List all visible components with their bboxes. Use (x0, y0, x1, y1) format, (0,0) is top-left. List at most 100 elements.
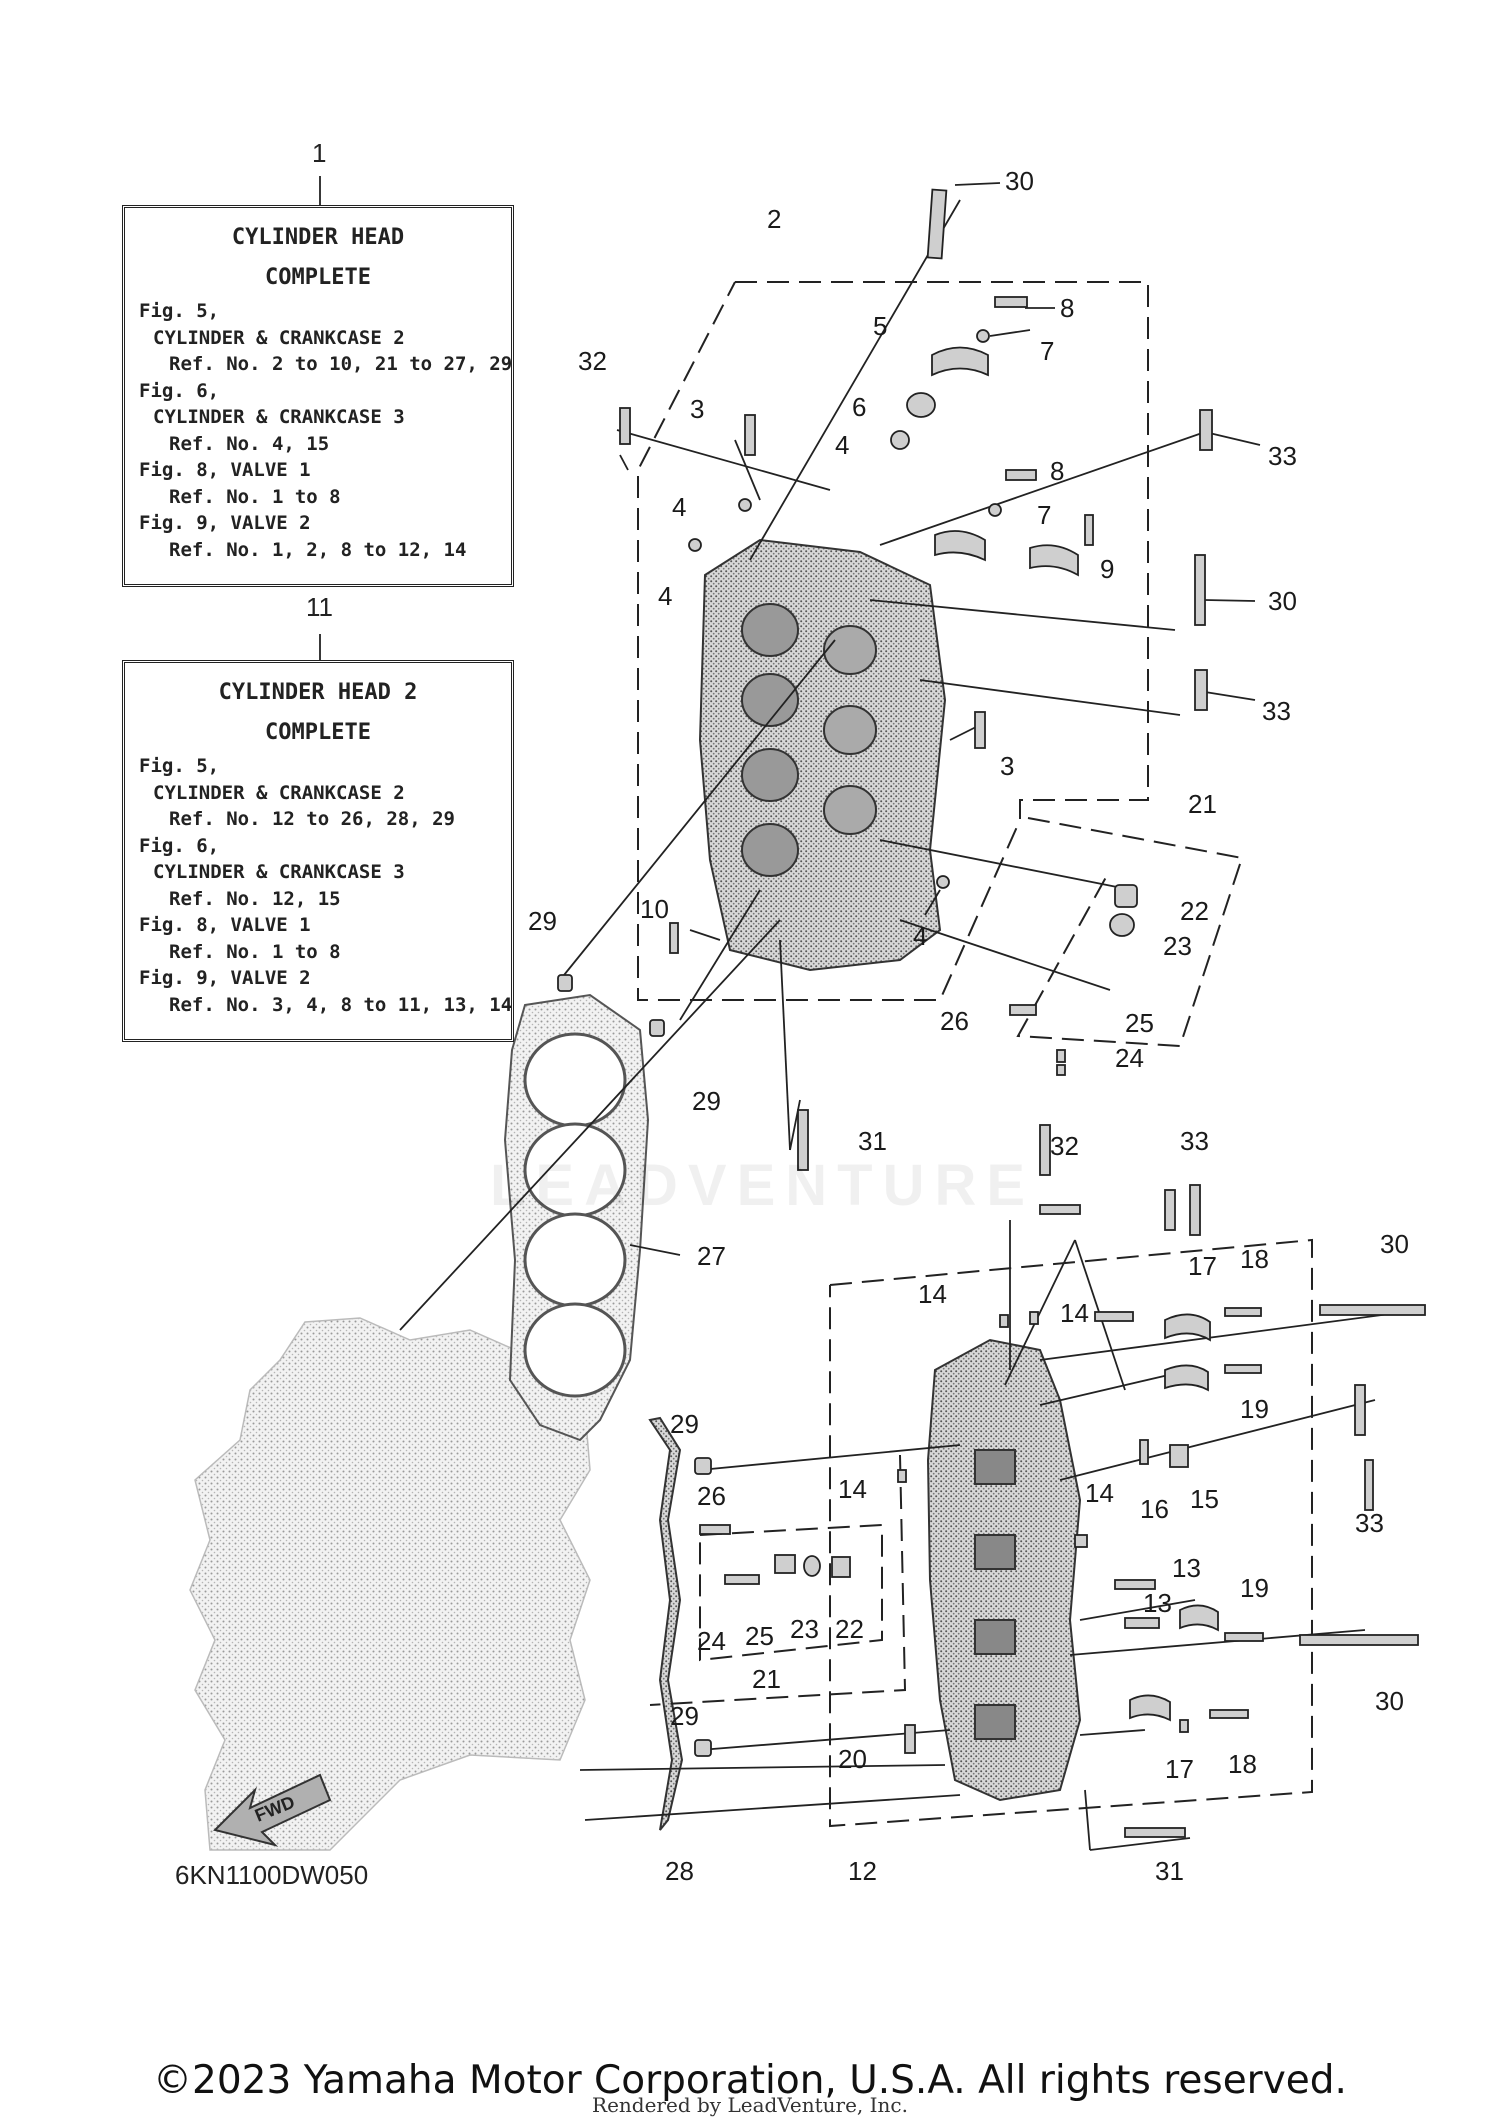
callout-21-bottom: 21 (752, 1664, 781, 1694)
box1-line: Ref. No. 1, 2, 8 to 12, 14 (169, 538, 467, 561)
box11-line: Fig. 5, (139, 755, 220, 777)
callout-3-mid: 3 (1000, 751, 1014, 781)
callout-5: 5 (873, 311, 887, 341)
callout-10: 10 (640, 894, 669, 924)
callout-30-right-b: 30 (1375, 1686, 1404, 1716)
box1-number: 1 (312, 138, 327, 168)
callout-7-mid: 7 (1037, 500, 1051, 530)
box11-line: Ref. No. 1 to 8 (169, 940, 341, 963)
callout-18-a: 18 (1240, 1244, 1269, 1274)
box11-line: Ref. No. 12 to 26, 28, 29 (169, 808, 455, 830)
callout-13-b: 13 (1143, 1588, 1172, 1618)
callout-15: 15 (1190, 1484, 1219, 1514)
callout-4-c: 4 (658, 581, 672, 611)
box11-line: CYLINDER & CRANKCASE 2 (153, 781, 405, 804)
callout-32-top: 32 (578, 346, 607, 376)
watermark: LEADVENTURE (490, 1153, 1036, 1218)
callout-13-a: 13 (1172, 1553, 1201, 1583)
box11-line: Ref. No. 3, 4, 8 to 11, 13, 14 (169, 993, 513, 1016)
small-parts (557, 188, 1426, 1838)
callout-19-a: 19 (1240, 1394, 1269, 1424)
callout-14-a: 14 (918, 1279, 947, 1309)
callout-14-c: 14 (838, 1474, 867, 1504)
callout-26-top: 26 (940, 1006, 969, 1036)
callout-33-bottom-b: 33 (1355, 1508, 1384, 1538)
box1-line: Fig. 8, VALVE 1 (139, 459, 311, 481)
lower-cylinder-head-illustration (926, 1338, 1082, 1802)
upper-cylinder-head-illustration (698, 538, 947, 972)
callout-7-top: 7 (1040, 336, 1054, 366)
group-boundaries (637, 281, 1313, 1828)
callout-4-b: 4 (672, 492, 686, 522)
callout-labels: 30 2 8 7 5 6 32 3 4 33 8 7 4 9 4 30 33 3… (528, 166, 1409, 1886)
callout-29-a: 29 (528, 906, 557, 936)
box1-line: Fig. 6, (139, 379, 220, 402)
callout-2: 2 (767, 204, 781, 234)
box1-line: Fig. 9, VALVE 2 (139, 512, 311, 534)
callout-33-mid: 33 (1262, 696, 1291, 726)
cylinder-head-complete-box: CYLINDER HEAD COMPLETE Fig. 5, CYLINDER … (122, 205, 514, 587)
callout-6: 6 (852, 392, 866, 422)
cylinder-head-2-complete-box: CYLINDER HEAD 2 COMPLETE Fig. 5, CYLINDE… (122, 660, 514, 1042)
callout-30-mid: 30 (1268, 586, 1297, 616)
box11-line: Fig. 6, (139, 834, 220, 857)
callout-31-bottom: 31 (1155, 1856, 1184, 1886)
callout-33-top: 33 (1268, 441, 1297, 471)
callout-27: 27 (697, 1241, 726, 1271)
callout-4-a: 4 (835, 430, 849, 460)
box1-title2: COMPLETE (265, 265, 371, 290)
callout-20: 20 (838, 1744, 867, 1774)
box1-line: CYLINDER & CRANKCASE 3 (153, 406, 405, 428)
callout-14-d: 14 (1085, 1478, 1114, 1508)
callout-30-top: 30 (1005, 166, 1034, 196)
callout-23-bottom: 23 (790, 1614, 819, 1644)
box1-line: Fig. 5, (139, 300, 220, 322)
callout-14-b: 14 (1060, 1298, 1089, 1328)
box11-line: CYLINDER & CRANKCASE 3 (153, 861, 405, 883)
callout-18-b: 18 (1228, 1749, 1257, 1779)
diagram-code: 6KN1100DW050 (175, 1860, 369, 1890)
callout-22-bottom: 22 (835, 1614, 864, 1644)
callout-17-b: 17 (1165, 1754, 1194, 1784)
callout-29-b: 29 (692, 1086, 721, 1116)
callout-8-top: 8 (1060, 293, 1074, 323)
box1-line: Ref. No. 4, 15 (169, 432, 330, 455)
callout-8-mid: 8 (1050, 456, 1064, 486)
cylinder-head-gasket-27 (503, 993, 650, 1442)
callout-19-b: 19 (1240, 1573, 1269, 1603)
callout-12: 12 (848, 1856, 877, 1886)
callout-26-bottom: 26 (697, 1481, 726, 1511)
box11-line: Ref. No. 12, 15 (169, 887, 341, 910)
callout-33-bottom-a: 33 (1180, 1126, 1209, 1156)
callout-30-right-a: 30 (1380, 1229, 1409, 1259)
callout-25-bottom: 25 (745, 1621, 774, 1651)
cylinder-head-gasket-28 (648, 1416, 684, 1831)
box1-line: CYLINDER & CRANKCASE 2 (153, 326, 405, 349)
box11-number: 11 (306, 592, 333, 622)
box1-title1: CYLINDER HEAD (231, 225, 405, 250)
callout-24-bottom: 24 (697, 1626, 726, 1656)
copyright-notice: ©2023 Yamaha Motor Corporation, U.S.A. A… (153, 2058, 1347, 2103)
box11-line: Fig. 9, VALVE 2 (139, 967, 311, 989)
callout-31-top: 31 (858, 1126, 887, 1156)
callout-22-top: 22 (1180, 896, 1209, 926)
callout-16: 16 (1140, 1494, 1169, 1524)
callout-21-top: 21 (1188, 789, 1217, 819)
callout-24-top: 24 (1115, 1043, 1144, 1073)
callout-9: 9 (1100, 554, 1114, 584)
callout-25-top: 25 (1125, 1008, 1154, 1038)
callout-28: 28 (665, 1856, 694, 1886)
callout-17-a: 17 (1188, 1251, 1217, 1281)
callout-4-d: 4 (913, 921, 927, 951)
callout-32-bottom: 32 (1050, 1131, 1079, 1161)
callout-29-c: 29 (670, 1409, 699, 1439)
callout-23-top: 23 (1163, 931, 1192, 961)
box1-line: Ref. No. 2 to 10, 21 to 27, 29 (169, 353, 513, 375)
box11-title1: CYLINDER HEAD 2 (218, 680, 418, 705)
box11-line: Fig. 8, VALVE 1 (139, 914, 311, 936)
rendered-by-notice: Rendered by LeadVenture, Inc. (592, 2093, 908, 2117)
box1-line: Ref. No. 1 to 8 (169, 485, 341, 508)
box11-title2: COMPLETE (265, 720, 371, 745)
callout-3-top: 3 (690, 394, 704, 424)
